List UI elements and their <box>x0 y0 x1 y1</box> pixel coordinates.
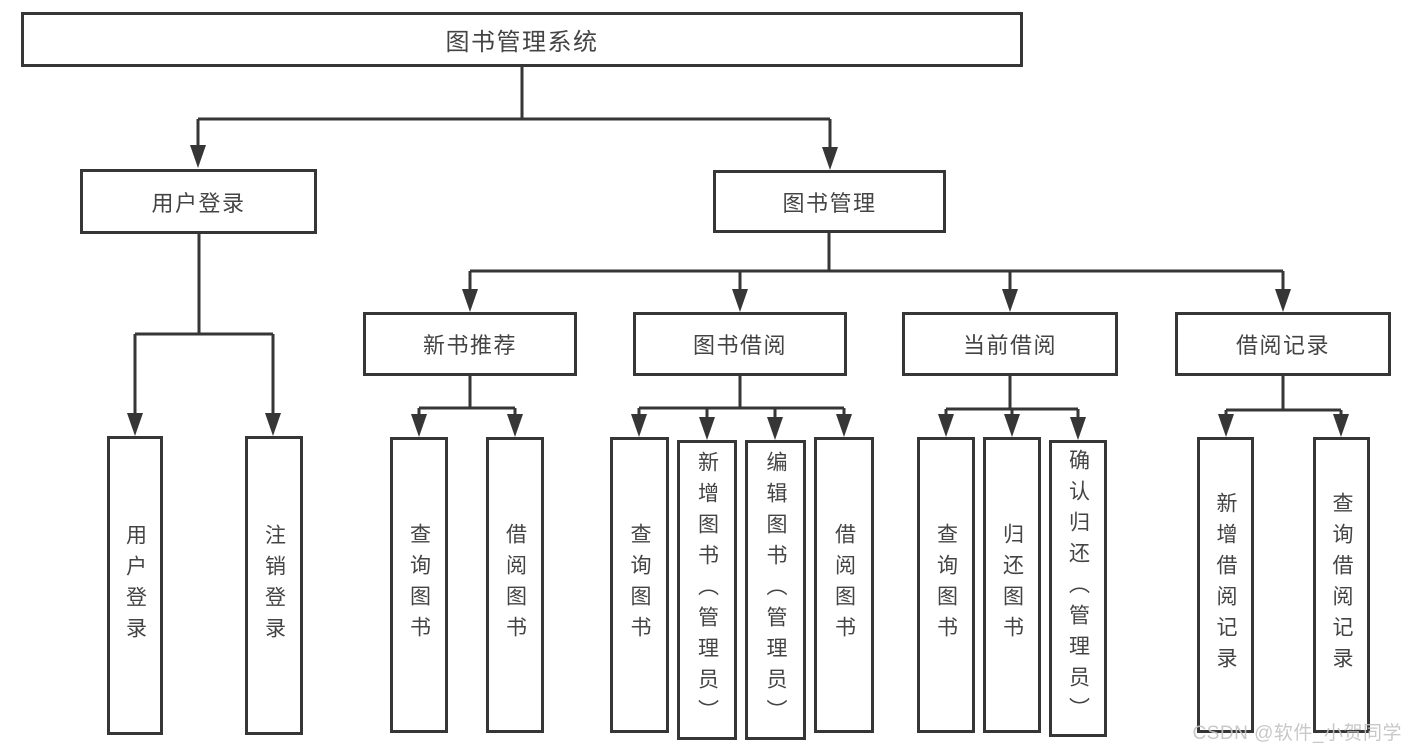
node-leaf-records-query-record: 查询借阅记录 <box>1313 437 1370 733</box>
arrow-down-icon <box>265 413 281 436</box>
arrow-down-icon <box>631 414 647 437</box>
node-label: 注销登录 <box>262 523 286 648</box>
arrow-down-icon <box>822 147 838 170</box>
node-label: 当前借阅 <box>962 333 1057 358</box>
connector-records-to-leaves <box>1224 376 1343 419</box>
connector-recommendation-to-leaves <box>417 376 517 419</box>
node-leaf-current-query-books: 查询图书 <box>917 437 975 733</box>
node-leaf-recommend-borrow-books: 借阅图书 <box>486 437 544 733</box>
node-leaf-borrowing-add-books-admin: 新增图书（管理员） <box>677 440 737 740</box>
arrow-down-icon <box>1070 417 1086 440</box>
node-leaf-current-return-books: 归还图书 <box>983 437 1041 733</box>
arrow-down-icon <box>190 145 206 168</box>
node-leaf-borrowing-edit-books-admin: 编辑图书（管理员） <box>745 440 806 740</box>
node-label: 归还图书 <box>1000 523 1024 647</box>
arrow-down-icon <box>462 289 478 312</box>
node-leaf-borrowing-borrow-books: 借阅图书 <box>814 437 874 733</box>
node-leaf-logout: 注销登录 <box>245 436 303 735</box>
node-label: 查询借阅记录 <box>1330 492 1353 678</box>
node-label: 查询图书 <box>407 523 431 647</box>
arrow-down-icon <box>1004 414 1020 437</box>
node-label: 编辑图书（管理员） <box>764 450 787 730</box>
node-leaf-recommend-query-books: 查询图书 <box>390 437 448 733</box>
node-label: 新书推荐 <box>422 333 517 358</box>
node-user-login-module: 用户登录 <box>80 169 317 234</box>
arrow-down-icon <box>507 414 523 437</box>
node-label: 新增借阅记录 <box>1214 492 1237 678</box>
connector-borrowing-to-leaves <box>637 376 846 422</box>
arrow-down-icon <box>732 289 748 312</box>
node-label: 图书管理系统 <box>445 29 599 56</box>
connector-user-login-to-leaves <box>133 234 275 418</box>
node-leaf-records-add-record: 新增借阅记录 <box>1197 437 1254 733</box>
arrowheads <box>127 145 1349 440</box>
node-current-borrowing: 当前借阅 <box>902 312 1118 376</box>
node-new-book-recommendation: 新书推荐 <box>363 312 577 376</box>
node-label: 新增图书（管理员） <box>695 450 719 730</box>
node-label: 查询图书 <box>934 523 958 647</box>
node-label: 图书管理 <box>782 190 877 216</box>
node-label: 借阅图书 <box>503 523 527 647</box>
node-leaf-current-confirm-return-admin: 确认归还（管理员） <box>1049 440 1107 737</box>
arrow-down-icon <box>1218 414 1234 437</box>
arrow-down-icon <box>1275 289 1291 312</box>
node-book-borrowing: 图书借阅 <box>633 312 847 376</box>
node-borrowing-records: 借阅记录 <box>1175 312 1391 376</box>
node-label: 借阅图书 <box>832 523 856 647</box>
node-label: 图书借阅 <box>692 333 787 358</box>
node-label: 确认归还（管理员） <box>1066 449 1090 728</box>
arrow-down-icon <box>938 414 954 437</box>
csdn-watermark: CSDN @软件_小贺同学 <box>1192 723 1402 744</box>
arrow-down-icon <box>767 417 783 440</box>
arrow-down-icon <box>1333 414 1349 437</box>
node-label: 用户登录 <box>123 523 147 648</box>
node-label: 借阅记录 <box>1235 333 1330 358</box>
node-label: 查询图书 <box>628 523 651 647</box>
arrow-down-icon <box>411 414 427 437</box>
node-label: 用户登录 <box>151 190 246 216</box>
arrow-down-icon <box>1002 289 1018 312</box>
node-leaf-borrowing-query-books: 查询图书 <box>610 437 669 733</box>
node-book-management: 图书管理 <box>713 170 946 233</box>
connector-root-to-level2 <box>196 67 832 151</box>
node-library-management-system: 图书管理系统 <box>21 12 1023 67</box>
arrow-down-icon <box>127 413 143 436</box>
node-leaf-user-login: 用户登录 <box>107 436 163 735</box>
connector-book-management-to-level3 <box>468 233 1285 294</box>
arrow-down-icon <box>836 414 852 437</box>
arrow-down-icon <box>699 417 715 440</box>
